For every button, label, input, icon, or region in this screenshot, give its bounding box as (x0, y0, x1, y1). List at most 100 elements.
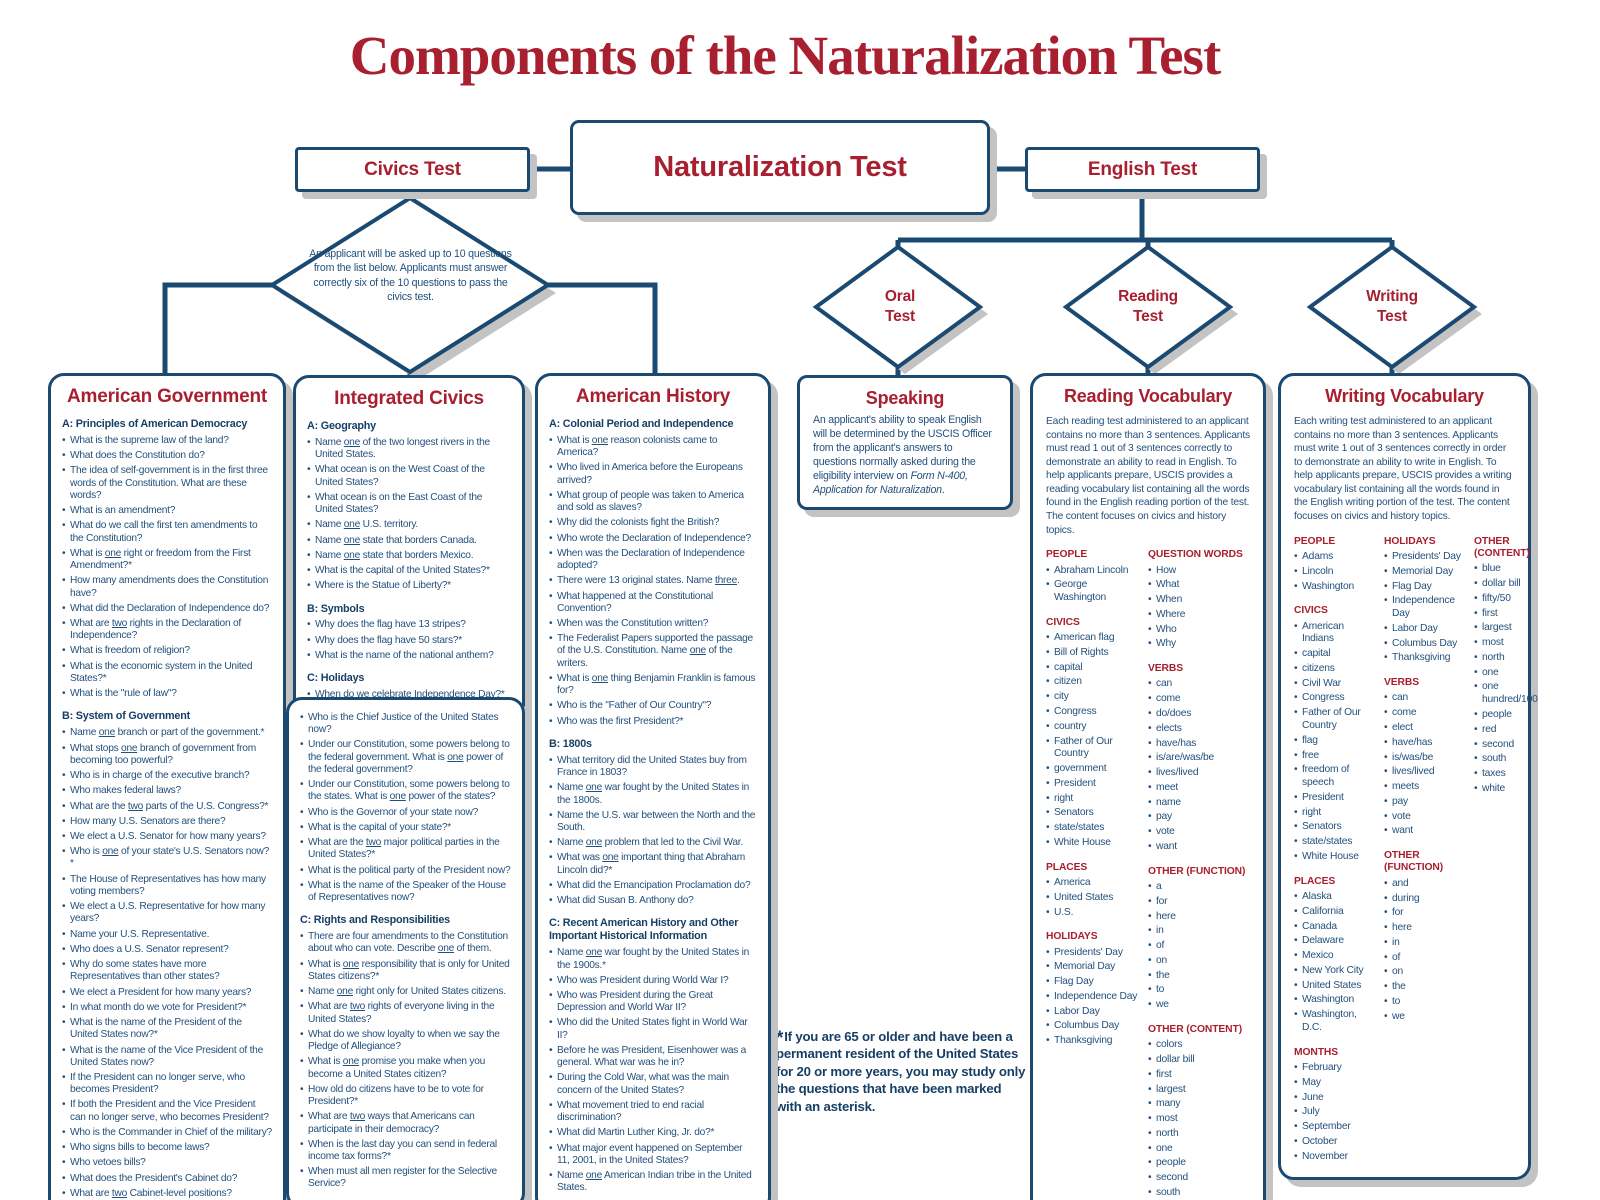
vocab-word: Father of Our Country (1294, 707, 1374, 733)
vocab-group: HOLIDAYSPresidents' DayMemorial DayFlag … (1046, 931, 1138, 1048)
vocab-word: state/states (1294, 836, 1374, 849)
american-government-sections: A: Principles of American DemocracyWhat … (62, 418, 272, 1200)
vocab-word: city (1046, 691, 1138, 704)
section-heading: C: Recent American History and Other Imp… (549, 917, 739, 943)
writing-test-diamond (1306, 244, 1478, 370)
vocab-word: first (1474, 608, 1538, 621)
question-item: What do we show loyalty to when we say t… (300, 1029, 511, 1053)
writing-vocabulary-intro: Each writing test administered to an app… (1294, 416, 1512, 523)
vocab-group: VERBScancomeelecthave/hasis/was/belives/… (1384, 677, 1464, 838)
vocab-word: during (1384, 893, 1464, 906)
question-item: Who lived in America before the European… (549, 462, 757, 486)
vocab-word: one (1474, 667, 1538, 680)
vocab-word: White House (1046, 837, 1138, 850)
vocab-group: HOLIDAYS Presidents' DayMemorial DayFlag … (1384, 536, 1464, 665)
question-item: What stops one branch of government from… (62, 743, 272, 767)
section-heading: A: Principles of American Democracy (62, 418, 248, 430)
question-item: Who signs bills to become laws? (62, 1142, 272, 1154)
vocab-word: north (1148, 1128, 1250, 1141)
question-item: What group of people was taken to Americ… (549, 490, 757, 514)
vocab-word: U.S. (1046, 907, 1138, 920)
vocab-category-heading: MONTHS (1294, 1046, 1339, 1058)
vocab-word-list: FebruaryMayJuneJulySeptemberOctoberNovem… (1294, 1062, 1374, 1163)
vocab-word: government (1046, 763, 1138, 776)
vocab-word: September (1294, 1121, 1374, 1134)
section-heading: B: System of Government (62, 710, 190, 723)
question-item: Who is in charge of the executive branch… (62, 770, 272, 782)
vocab-word: is/are/was/be (1148, 752, 1250, 765)
vocab-category-heading: HOLIDAYS (1384, 535, 1436, 547)
question-item: When must all men register for the Selec… (300, 1166, 511, 1190)
vocab-word: Flag Day (1384, 581, 1464, 594)
panel-title: Writing Vocabulary (1325, 386, 1484, 406)
vocab-word: Congress (1046, 706, 1138, 719)
vocab-word: President (1294, 792, 1374, 805)
question-item: Name one state that borders Mexico. (307, 550, 511, 562)
question-item: What are two rights of everyone living i… (300, 1001, 511, 1025)
reading-vocabulary-panel: Reading Vocabulary Each reading test adm… (1030, 373, 1266, 1200)
vocab-word: President (1046, 778, 1138, 791)
vocab-category-heading: CIVICS (1294, 605, 1328, 617)
vocab-word: dollar bill (1474, 578, 1538, 591)
vocab-word: one hundred/100 (1474, 681, 1538, 707)
vocab-word-list: Presidents' DayMemorial DayFlag DayIndep… (1384, 551, 1464, 665)
question-list: What is one reason colonists came to Ame… (549, 435, 757, 728)
vocab-word: Abraham Lincoln (1046, 565, 1138, 578)
question-item: What is the capital of the United States… (307, 565, 511, 577)
question-item: What was one important thing that Abraha… (549, 852, 757, 876)
question-item: What is the name of the Speaker of the H… (300, 880, 511, 904)
vocab-word: Presidents' Day (1384, 551, 1464, 564)
question-item: The House of Representatives has how man… (62, 874, 272, 898)
vocab-word: Senators (1046, 807, 1138, 820)
vocab-word: Why (1148, 638, 1250, 651)
vocab-group: MONTHS FebruaryMayJuneJulySeptemberOctobe… (1294, 1047, 1374, 1164)
vocab-word: for (1148, 896, 1250, 909)
vocab-word: capital (1046, 662, 1138, 675)
integrated-civics-sections: A: GeographyName one of the two longest … (307, 420, 511, 717)
question-item: What do we call the first ten amendments… (62, 520, 272, 544)
vocab-word: citizen (1046, 676, 1138, 689)
vocab-word: Independence Day (1384, 595, 1464, 621)
vocab-group: CIVICSAmerican flagBill of Rightscapital… (1046, 617, 1138, 850)
vocab-category-heading: OTHER (CONTENT) (1148, 1023, 1243, 1035)
question-item: The idea of self-government is in the fi… (62, 465, 272, 502)
vocab-word: vote (1148, 826, 1250, 839)
question-item: We elect a President for how many years? (62, 987, 272, 999)
question-item: What major event happened on September 1… (549, 1143, 757, 1167)
speaking-description: An applicant's ability to speak English … (813, 414, 992, 497)
vocab-group: OTHER (CONTENT)colorsdollar billfirstlar… (1148, 1024, 1250, 1200)
vocab-group: PEOPLEAdamsLincolnWashington (1294, 536, 1374, 594)
vocab-category-heading: PEOPLE (1046, 549, 1088, 561)
vocab-column: QUESTION WORDSHowWhatWhenWhereWhoWhyVERB… (1148, 537, 1250, 1200)
vocab-group: OTHER (FUNCTION)aforhereinofonthetowe (1148, 866, 1250, 1012)
vocab-word-list: aforhereinofonthetowe (1148, 881, 1250, 1012)
question-list: Name one branch or part of the governmen… (62, 727, 272, 1200)
vocab-word: have/has (1384, 737, 1464, 750)
vocab-word-list: HowWhatWhenWhereWhoWhy (1148, 565, 1250, 652)
vocab-word: Bill of Rights (1046, 647, 1138, 660)
integrated-civics-panel: Integrated Civics A: GeographyName one o… (293, 375, 525, 735)
vocab-word: want (1384, 825, 1464, 838)
vocab-word: lives/lived (1384, 766, 1464, 779)
vocab-word-list: bluedollar billfifty/50firstlargestmostn… (1474, 563, 1538, 795)
vocab-group: PLACESAmericaUnited StatesU.S. (1046, 862, 1138, 920)
question-item: What is one right or freedom from the Fi… (62, 548, 272, 572)
vocab-word: red (1474, 724, 1538, 737)
question-item: What is the capital of your state?* (300, 822, 511, 834)
vocab-word: Washington, D.C. (1294, 1009, 1374, 1035)
question-item: What is the name of the Vice President o… (62, 1045, 272, 1069)
vocab-word: When (1148, 594, 1250, 607)
question-item: There were 13 original states. Name thre… (549, 575, 757, 587)
question-item: Name one branch or part of the governmen… (62, 727, 272, 739)
vocab-word: Civil War (1294, 678, 1374, 691)
question-item: Name one right only for United States ci… (300, 986, 511, 998)
vocab-group: OTHER (FUNCTION)andduringforhereinofonth… (1384, 850, 1464, 1023)
oral-test-label: Oral Test (884, 288, 916, 326)
vocab-word: free (1294, 750, 1374, 763)
footnote-text: If you are 65 or older and have been a p… (776, 1029, 1026, 1114)
vocab-word: here (1384, 922, 1464, 935)
civics-test-label: Civics Test (364, 158, 461, 180)
vocab-word: to (1384, 996, 1464, 1009)
section-heading: A: Colonial Period and Independence (549, 418, 734, 430)
